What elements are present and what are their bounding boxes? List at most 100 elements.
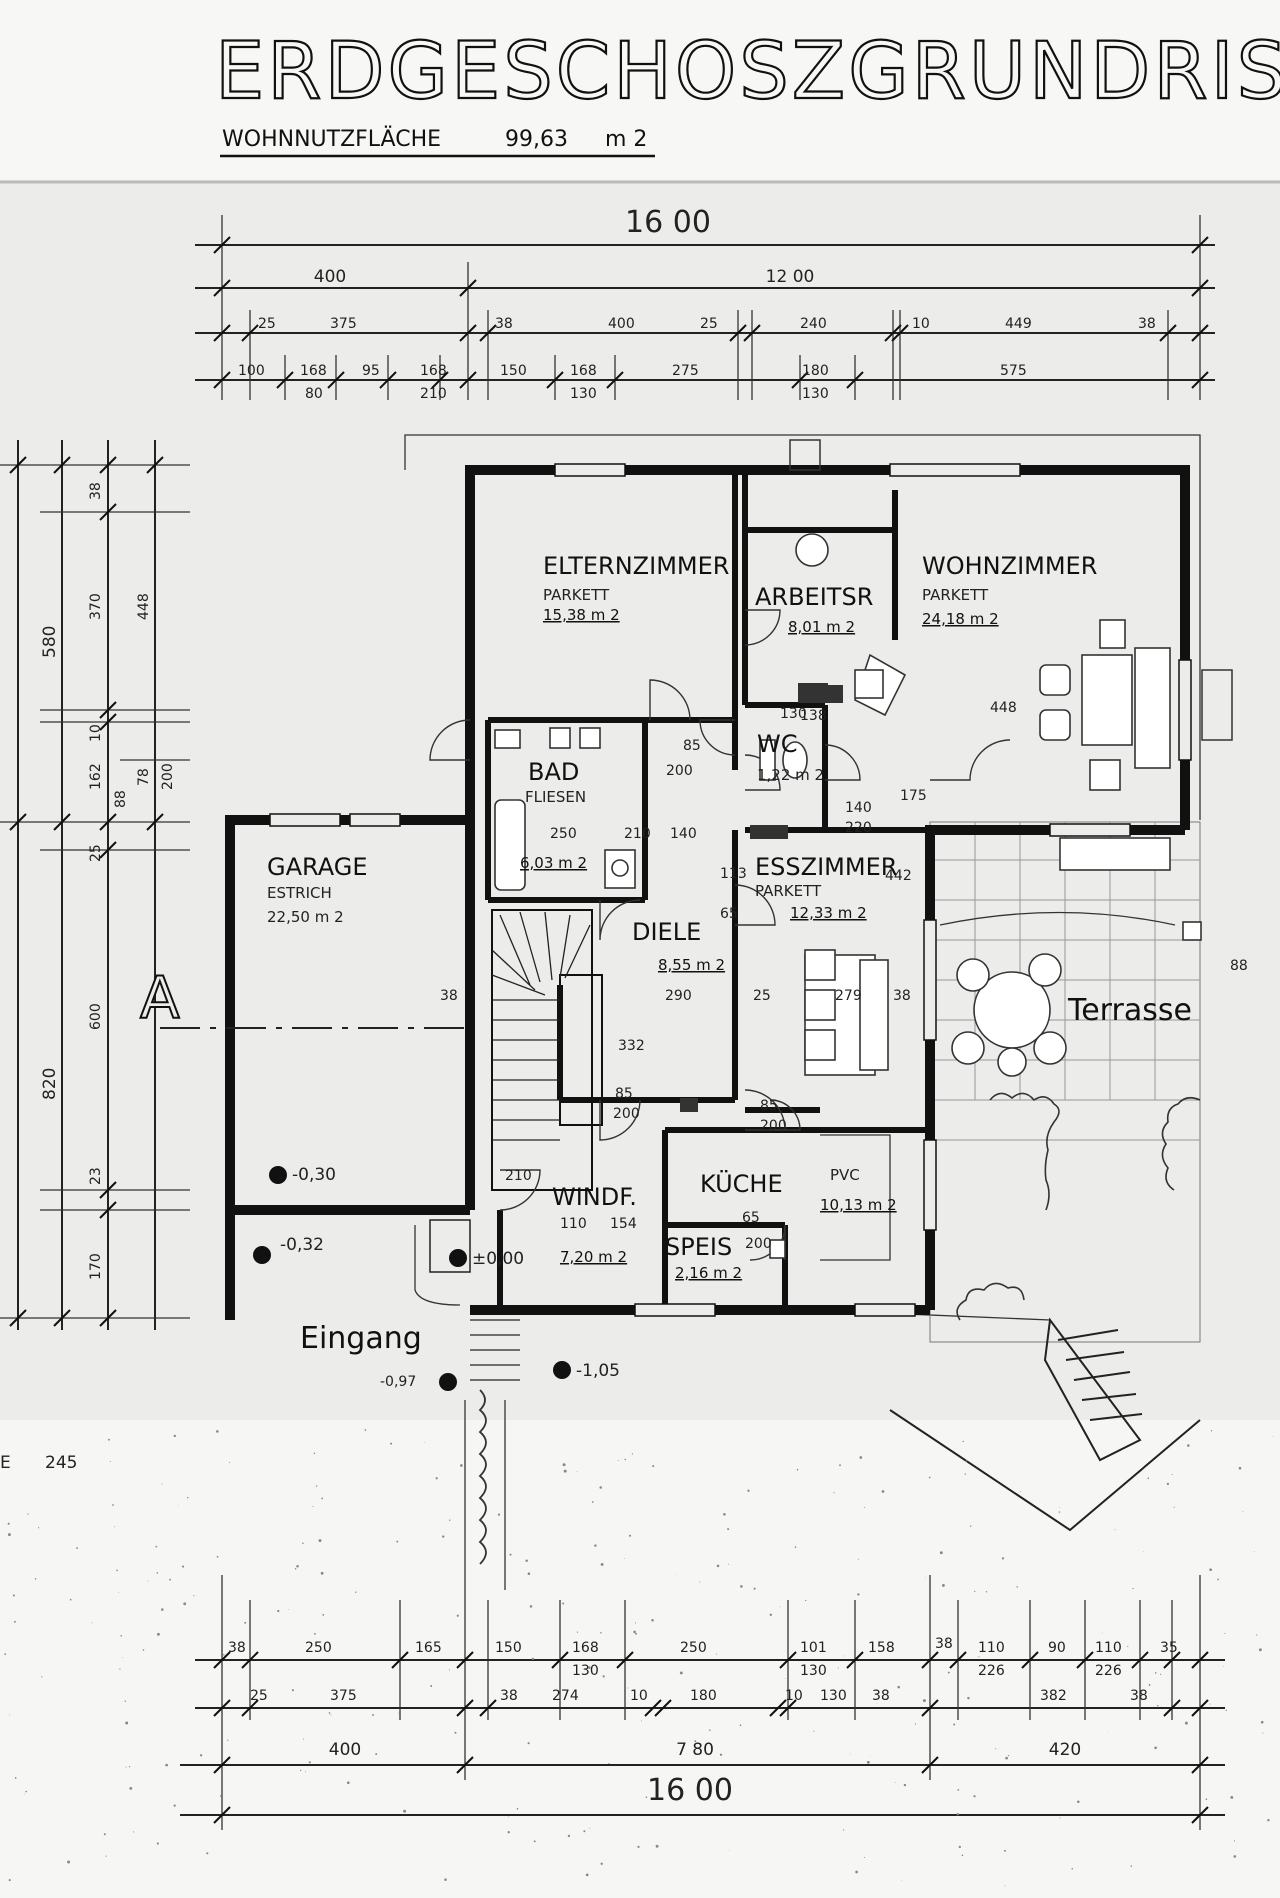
door-swings [429,609,1011,1261]
speckle-dot [857,1558,859,1560]
left-dim-inner-6: 23 [88,1167,104,1185]
left-dim-sub-3: 200 [160,763,176,790]
speckle-dot [617,1460,619,1462]
speckle-dot [903,1783,907,1787]
speckle-dot [1253,1551,1255,1553]
top-dim-row3-7: 180 [802,363,829,379]
speckle-dot [1154,1746,1157,1750]
inner-dim-11: 38 [893,988,911,1004]
speckle-dot [1258,1648,1262,1652]
top-dimension-chains: 16 00 400 12 00 25 375 38 400 25 240 10 … [195,205,1215,402]
speckle-dot [600,1562,604,1566]
speckle-dot [699,1581,701,1583]
speckle-dot [1267,1819,1270,1822]
speckle-dot [1154,1672,1157,1674]
speckle-dot [634,1622,637,1624]
speckle-dot [318,1539,322,1543]
speckle-dot [922,1699,926,1703]
inner-dim-18: 110 [560,1216,587,1232]
speckle-dot [355,1591,357,1593]
bottom-dimension-chains: 38 250 165 150 168 250 101 158 38 110 90… [180,1575,1225,1830]
speckle-dot [91,1622,93,1624]
speckle-dot [193,1595,195,1597]
inner-dim-19: 65 [742,1210,760,1226]
speckle-dot [116,1569,118,1572]
top-dim-row3-5: 168 [570,363,597,379]
speckle-dot [1184,1721,1188,1725]
level-zero: ±0,00 [472,1249,524,1269]
bottom-dim-row2-7: 130 [820,1688,847,1704]
speckle-dot [1059,1507,1061,1508]
speckle-dot [125,1766,127,1768]
left-dimension-chains: 580 820 38 370 10 162 25 600 23 170 448 … [0,440,190,1330]
speckle-dot [23,1793,25,1795]
inner-dim-25: 25 [753,988,771,1004]
bottom-dim-row1-5: 250 [680,1640,707,1656]
room-area-kueche: 10,13 m 2 [820,1196,897,1214]
room-floor-garage: ESTRICH [267,884,332,902]
speckle-dot [794,1546,797,1548]
speckle-dot [120,1635,122,1637]
speckle-dot [507,1831,510,1834]
speckle-dot [1242,1511,1244,1513]
speckle-dot [1233,1855,1237,1858]
paper-plan-area [0,180,1280,1420]
inner-dim-20: 200 [745,1236,772,1252]
speckle-dot [1132,1587,1134,1590]
speckle-dot [1230,1795,1234,1799]
speckle-dot [1209,1568,1212,1572]
speckle-dot [161,1483,163,1485]
bottom-dim-row2-5: 180 [690,1688,717,1704]
inner-dim-21: 448 [990,700,1017,716]
speckle-dot [985,1591,988,1593]
speckle-dot [9,1714,11,1716]
left-dim-inner-0: 38 [88,482,104,500]
speckle-dot [833,1492,835,1494]
speckle-dot [424,1442,426,1444]
speckle-dot [608,1762,610,1765]
inner-dim-16: 332 [618,1038,645,1054]
speckle-dot [953,1723,956,1726]
room-floor-kueche: PVC [830,1166,860,1184]
speckle-dot [1003,1849,1006,1852]
speckle-dot [322,1613,325,1616]
bottom-dim-row1-12: 35 [1160,1640,1178,1656]
bottom-dim-row2-10: 38 [1130,1688,1148,1704]
inner-dim-4: 210 [624,826,651,842]
bottom-dim-row1-sub-0: 130 [572,1663,599,1679]
speckle-dot [223,1654,225,1656]
speckle-dot [1233,1840,1236,1842]
speckle-dot [585,1873,589,1877]
speckle-dot [796,1468,799,1471]
speckle-dot [296,1564,299,1568]
bottom-total-dim: 16 00 [647,1773,733,1808]
terrace-label: Terrasse [1067,993,1192,1028]
bottom-dim-row1-6: 101 [800,1640,827,1656]
speckle-dot [881,1490,885,1493]
speckle-dot [216,1555,219,1558]
top-dim-row2-3: 400 [608,316,635,332]
speckle-dot [107,1438,110,1441]
speckle-dot [958,1845,961,1849]
speckle-dot [300,1769,302,1772]
left-dim-inner-4: 25 [88,844,104,862]
terrace-bench [1059,837,1171,871]
speckle-dot [308,1761,311,1764]
speckle-dot [600,1632,602,1634]
speckle-dot [533,1840,536,1843]
top-dim-row3-sub-0: 80 [305,386,323,402]
room-area-bad: 6,03 m 2 [520,854,587,872]
speckle-dot [900,1879,902,1881]
speckle-dot [109,1460,111,1463]
speckle-dot [897,1685,900,1689]
speckle-dot [635,1632,638,1635]
side-note-number: 245 [45,1453,77,1473]
speckle-dot [995,1748,997,1750]
inner-dim-10: 279 [835,988,862,1004]
bottom-dim-row2-2: 38 [500,1688,518,1704]
speckle-dot [1173,1506,1175,1508]
speckle-dot [1260,1720,1264,1724]
window-openings [269,463,1192,1317]
room-floor-elternzimmer: PARKETT [543,586,610,604]
speckle-dot [215,1430,219,1433]
